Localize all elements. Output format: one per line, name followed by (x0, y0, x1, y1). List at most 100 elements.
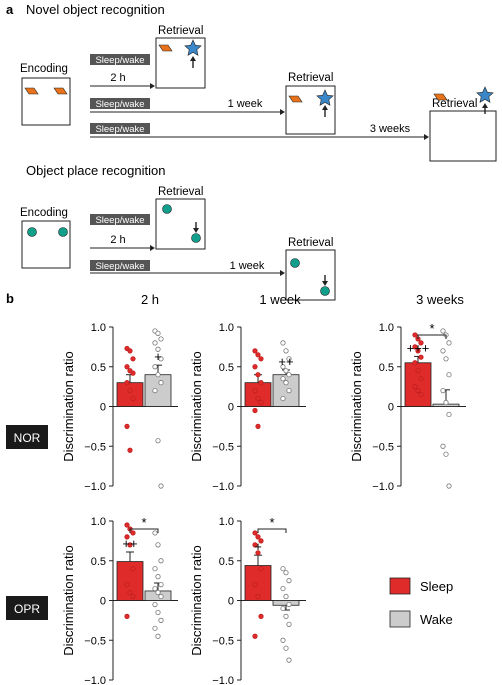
nor-delay-3weeks: 3 weeks (370, 123, 411, 135)
orange-object-icon (288, 95, 303, 103)
data-point-sleep (255, 550, 261, 556)
data-point-sleep (412, 384, 418, 390)
y-tick-label: 0.5 (91, 362, 106, 374)
nor-retrieval-label-1week: Retrieval (288, 72, 333, 84)
y-tick-label: 0.5 (379, 362, 394, 374)
data-point-wake (280, 637, 286, 643)
data-point-wake (286, 578, 292, 584)
data-point-sleep (127, 589, 133, 596)
data-point-sleep (130, 370, 136, 376)
data-point-wake (283, 570, 289, 576)
data-point-wake (155, 574, 161, 580)
nor-delay-2h: 2 h (110, 72, 125, 84)
data-point-wake (286, 387, 292, 394)
data-point-wake (158, 581, 164, 588)
bar-wake (272, 374, 300, 407)
data-point-wake (283, 645, 289, 651)
data-point-sleep (258, 613, 264, 620)
data-point-sleep (124, 613, 130, 620)
data-point-sleep (127, 348, 133, 354)
opr-retrieval-label-1week: Retrieval (288, 237, 333, 249)
y-tick-label: −0.5 (84, 635, 106, 647)
y-tick-label: 1.0 (219, 516, 234, 528)
arrowhead-icon (322, 281, 328, 286)
col-title-1week: 1 week (259, 292, 301, 307)
data-point-sleep (252, 530, 258, 536)
data-point-sleep (258, 399, 264, 406)
legend-swatch-wake (389, 610, 411, 628)
data-point-sleep (252, 407, 258, 414)
data-point-sleep (130, 395, 136, 402)
data-point-wake (443, 399, 449, 406)
data-point-sleep (412, 360, 418, 366)
arrowhead-icon (424, 134, 429, 140)
nor-sleep-wake-label-3weeks: Sleep/wake (95, 124, 144, 135)
col-title-2h: 2 h (141, 292, 159, 307)
data-point-wake (158, 617, 164, 623)
data-point-wake (283, 348, 289, 354)
data-point-wake (446, 411, 452, 418)
opr-encoding-label: Encoding (20, 207, 68, 219)
data-point-wake (152, 601, 158, 608)
y-tick-label: 1.0 (91, 516, 106, 528)
significance-plus: + (154, 349, 162, 364)
data-point-wake (155, 346, 161, 352)
opr-title: Object place recognition (26, 163, 165, 178)
data-point-wake (280, 340, 286, 346)
significance-plus: ++ (122, 536, 137, 551)
data-point-wake (286, 356, 292, 362)
data-point-sleep (255, 352, 261, 358)
data-point-sleep (258, 356, 264, 362)
data-point-sleep (412, 332, 418, 338)
row-label-opr: OPR (14, 602, 40, 616)
data-point-wake (286, 372, 292, 378)
data-point-sleep (130, 593, 136, 600)
blue-star-object-icon (316, 89, 334, 106)
data-point-sleep (127, 387, 133, 394)
data-point-sleep (130, 356, 136, 362)
data-point-sleep (255, 534, 261, 540)
row-label-box-opr (6, 596, 48, 620)
data-point-wake (158, 593, 164, 600)
data-point-sleep (252, 633, 258, 639)
row-label-nor: NOR (14, 431, 41, 445)
bar-sleep (244, 382, 272, 407)
data-point-sleep (415, 387, 421, 394)
y-tick-label: −1.0 (84, 481, 106, 493)
data-point-sleep (124, 423, 130, 429)
nor-retrieval-label-3weeks: Retrieval (432, 98, 477, 110)
orange-object-icon (433, 93, 448, 101)
y-axis-label: Discrimination ratio (61, 351, 76, 462)
data-point-sleep (415, 348, 421, 354)
nor-title: Novel object recognition (26, 2, 165, 17)
data-point-wake (155, 589, 161, 596)
data-point-sleep (252, 581, 258, 588)
nor-sleep-wake-bar-3weeks (90, 123, 150, 134)
opr-delay-1week: 1 week (230, 260, 265, 272)
data-point-wake (283, 380, 289, 386)
data-point-wake (155, 609, 161, 616)
arrowhead-icon (190, 56, 196, 61)
data-point-wake (155, 542, 161, 548)
data-point-sleep (258, 566, 264, 572)
significance-plus: ++ (278, 354, 293, 369)
data-point-wake (280, 566, 286, 572)
teal-object-icon (27, 227, 37, 237)
y-tick-label: −1.0 (212, 481, 234, 493)
data-point-sleep (127, 447, 133, 453)
y-axis-label: Discrimination ratio (189, 351, 204, 462)
data-point-sleep (415, 368, 421, 374)
y-axis-label: Discrimination ratio (349, 351, 364, 462)
data-point-wake (283, 593, 289, 600)
blue-star-object-icon (184, 39, 202, 56)
data-point-sleep (418, 376, 424, 382)
significance-star: * (429, 321, 434, 336)
data-point-sleep (258, 538, 264, 544)
data-point-wake (440, 348, 446, 354)
significance-star: * (269, 515, 274, 530)
nor-sleep-wake-label-1week: Sleep/wake (95, 99, 144, 110)
